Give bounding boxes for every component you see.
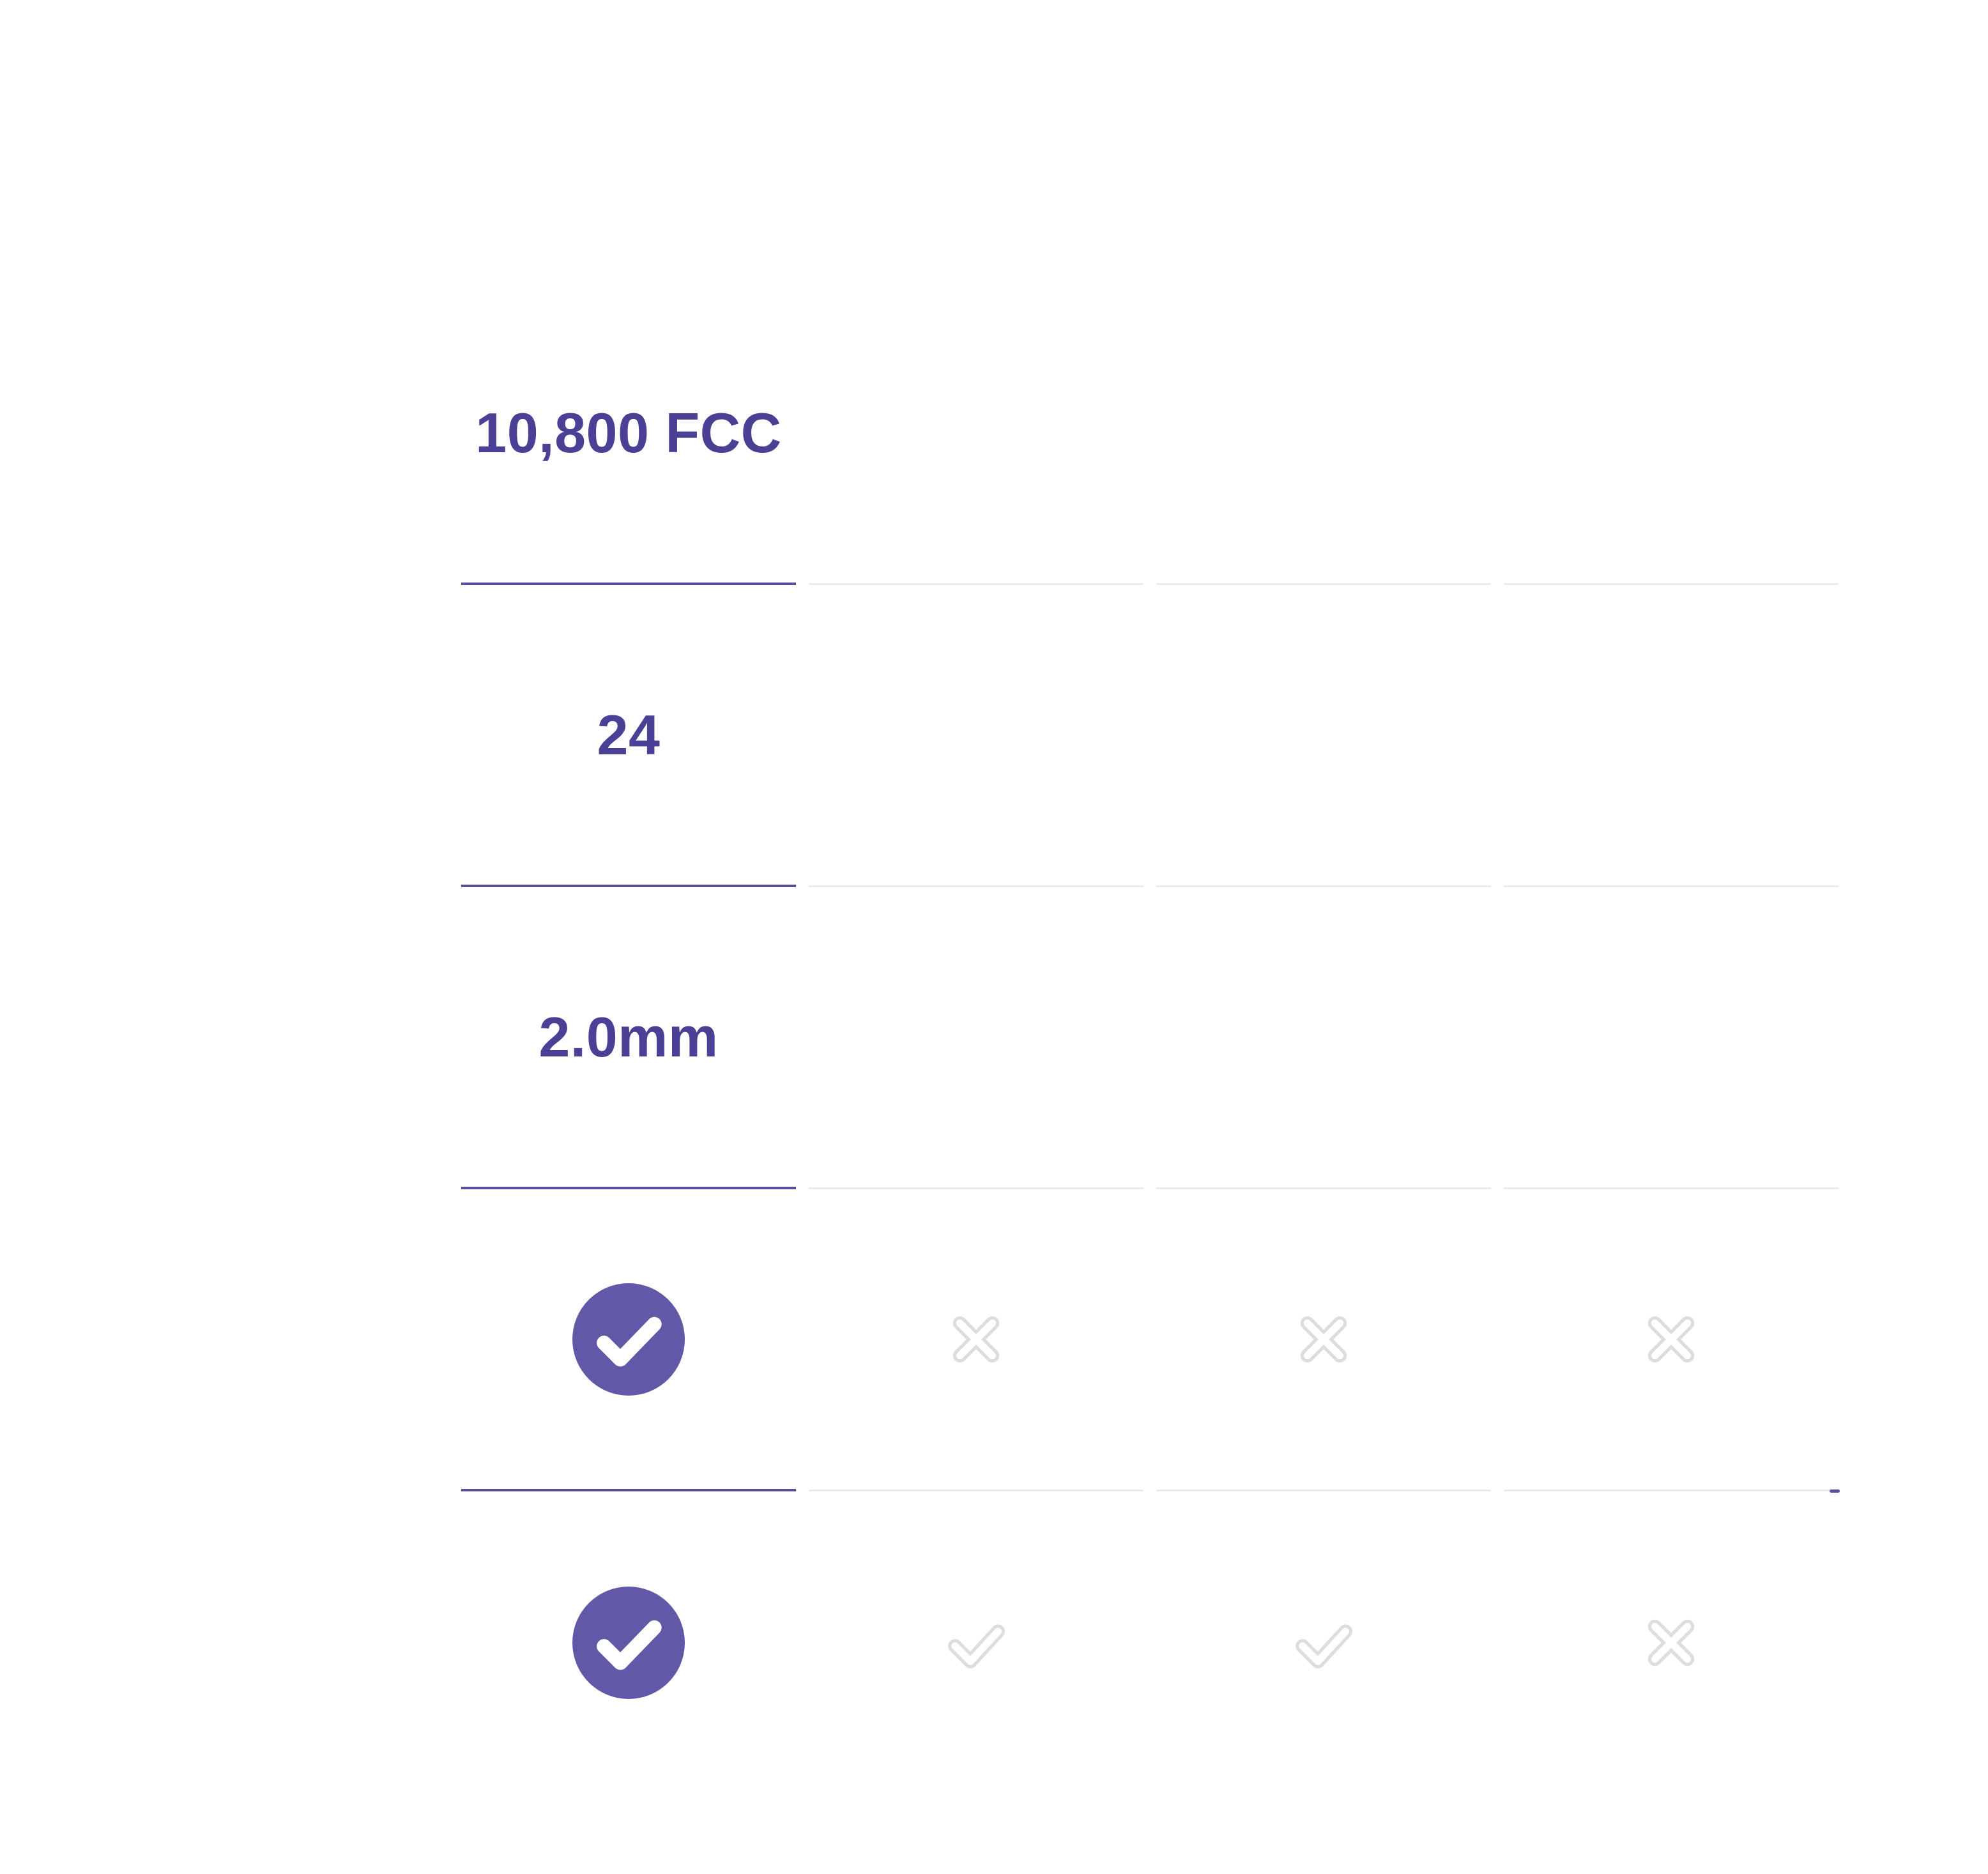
table-cell (1156, 283, 1491, 585)
cross-icon (1285, 1300, 1363, 1378)
table-cell (1156, 1491, 1491, 1794)
table-row (461, 1189, 1839, 1491)
feature-value: 24 (597, 703, 661, 766)
check-icon (1285, 1604, 1363, 1682)
check-circle-filled-icon (572, 1283, 685, 1396)
table-cell (1504, 1491, 1839, 1794)
comparison-table: 10,800 FCC 24 (461, 283, 1840, 1794)
divider-accent-tick (1830, 1489, 1840, 1493)
table-cell (809, 585, 1143, 887)
table-cell (809, 1491, 1143, 1794)
feature-value: 2.0mm (539, 1005, 719, 1069)
table-row: 24 (461, 585, 1839, 887)
table-cell (1504, 585, 1839, 887)
table-cell-featured (461, 1189, 796, 1491)
table-cell (1504, 283, 1839, 585)
table-cell (809, 1189, 1143, 1491)
table-cell-featured: 10,800 FCC (461, 283, 796, 585)
table-cell (1504, 887, 1839, 1189)
table-row (461, 1491, 1839, 1794)
table-cell-featured (461, 1491, 796, 1794)
check-circle-filled-icon (572, 1586, 685, 1699)
table-cell (809, 283, 1143, 585)
feature-value: 10,800 FCC (475, 400, 782, 464)
cross-icon (937, 1300, 1015, 1378)
table-cell (1156, 887, 1491, 1189)
cross-icon (1632, 1300, 1710, 1378)
table-cell-featured: 2.0mm (461, 887, 796, 1189)
table-cell (1504, 1189, 1839, 1491)
table-row: 10,800 FCC (461, 283, 1839, 585)
table-row: 2.0mm (461, 887, 1839, 1189)
table-cell-featured: 24 (461, 585, 796, 887)
table-cell (809, 887, 1143, 1189)
check-icon (937, 1604, 1015, 1682)
table-cell (1156, 1189, 1491, 1491)
cross-icon (1632, 1604, 1710, 1682)
table-cell (1156, 585, 1491, 887)
